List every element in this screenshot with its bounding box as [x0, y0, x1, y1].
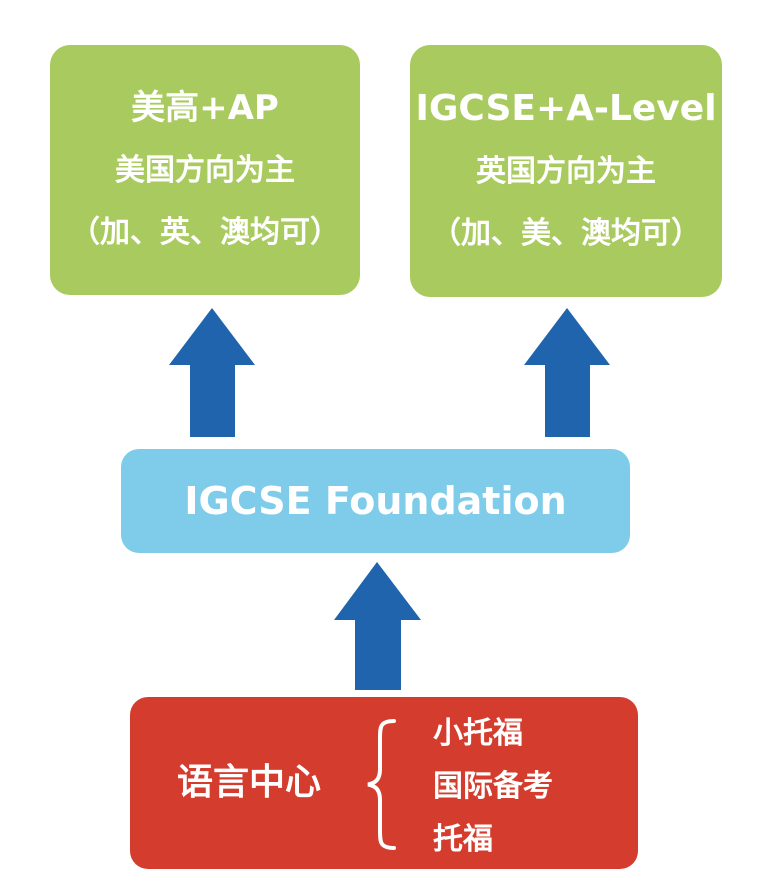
- arrow-center-up-icon: [334, 562, 421, 690]
- alevel-pathway-direction: 英国方向为主: [476, 154, 656, 189]
- alevel-pathway-title: IGCSE+A-Level: [415, 88, 717, 129]
- ap-pathway-box: 美高+AP 美国方向为主 （加、英、澳均可）: [50, 45, 360, 295]
- arrow-right-up-icon: [524, 308, 610, 437]
- ap-pathway-direction: 美国方向为主: [115, 153, 295, 188]
- curly-brace-icon: [367, 719, 396, 850]
- arrow-left-up-icon: [169, 308, 255, 437]
- ap-pathway-note: （加、英、澳均可）: [70, 215, 340, 250]
- igcse-foundation-box: IGCSE Foundation: [121, 449, 630, 553]
- alevel-pathway-box: IGCSE+A-Level 英国方向为主 （加、美、澳均可）: [410, 45, 722, 297]
- ap-pathway-title: 美高+AP: [131, 88, 279, 128]
- course-item: 托福: [433, 822, 493, 857]
- course-item: 小托福: [433, 716, 523, 751]
- igcse-foundation-label: IGCSE Foundation: [184, 479, 567, 523]
- course-item: 国际备考: [433, 769, 553, 804]
- alevel-pathway-note: （加、美、澳均可）: [431, 216, 701, 251]
- language-center-box: 语言中心 小托福 国际备考 托福: [130, 697, 638, 869]
- language-course-list: 小托福 国际备考 托福: [433, 707, 553, 866]
- language-center-label: 语言中心: [177, 762, 322, 803]
